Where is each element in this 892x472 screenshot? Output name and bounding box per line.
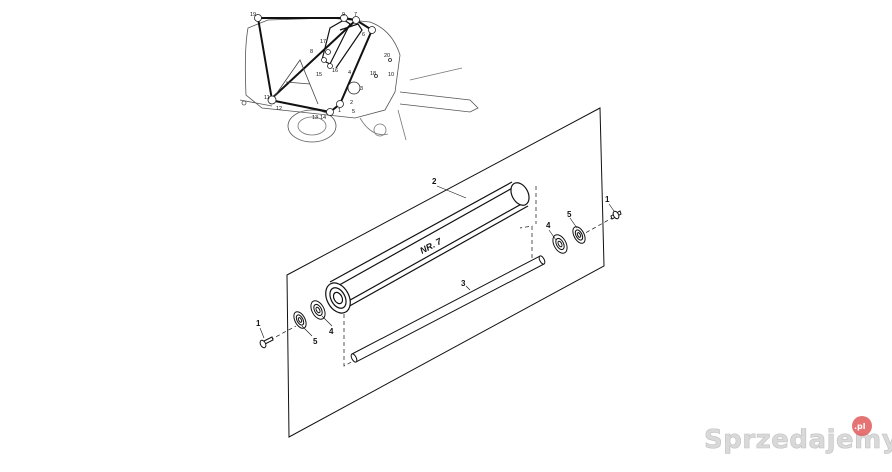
baler-overview-drawing [239,14,479,143]
callout-16: 16 [332,68,338,74]
callout-8: 8 [310,49,313,55]
callout-10: 10 [388,72,394,78]
assembly-guide-dashed [269,186,613,367]
callout-14: 14 [320,115,326,121]
callout-9: 9 [342,12,345,18]
part-label-flange-left: 5 [313,337,318,346]
callout-12: 12 [276,106,282,112]
watermark: Sprzedajemy .pl [704,416,892,455]
callout-18: 18 [370,71,376,77]
callout-3: 3 [360,86,363,92]
callout-13: 13 [312,115,318,121]
leader-lines [259,185,615,339]
watermark-badge: .pl [854,422,866,431]
bearing-left [310,300,326,320]
callout-15: 15 [316,72,322,78]
callout-1: 1 [338,108,341,114]
part-label-shaft: 3 [461,279,466,288]
roller-tube [325,181,530,314]
part-label-roller: 2 [432,177,437,186]
flange-left [293,311,307,329]
bolt-right [610,210,622,220]
exploded-view-frame [286,107,605,438]
callout-20: 20 [384,53,390,59]
callout-11: 11 [264,95,270,101]
part-label-flange-right: 5 [567,210,572,219]
part-label-bolt-left: 1 [256,319,261,328]
part-label-bolt-right: 1 [605,195,610,204]
flange-right [572,226,586,244]
bearing-right [552,234,568,254]
watermark-badge-icon [852,416,872,436]
callout-6: 6 [362,32,365,38]
callout-7: 7 [354,12,357,18]
callout-17: 17 [320,39,326,45]
overview-callout-labels: 19 9 7 17 8 6 15 16 20 18 10 4 3 2 11 12… [250,12,394,121]
callout-19: 19 [250,12,256,18]
callout-4: 4 [348,70,351,76]
part-label-bearing-left: 4 [329,327,334,336]
part-label-bearing-right: 4 [546,221,551,230]
callout-5: 5 [352,109,355,115]
callout-2: 2 [350,100,353,106]
shaft [350,255,546,363]
bolt-left [259,336,274,349]
